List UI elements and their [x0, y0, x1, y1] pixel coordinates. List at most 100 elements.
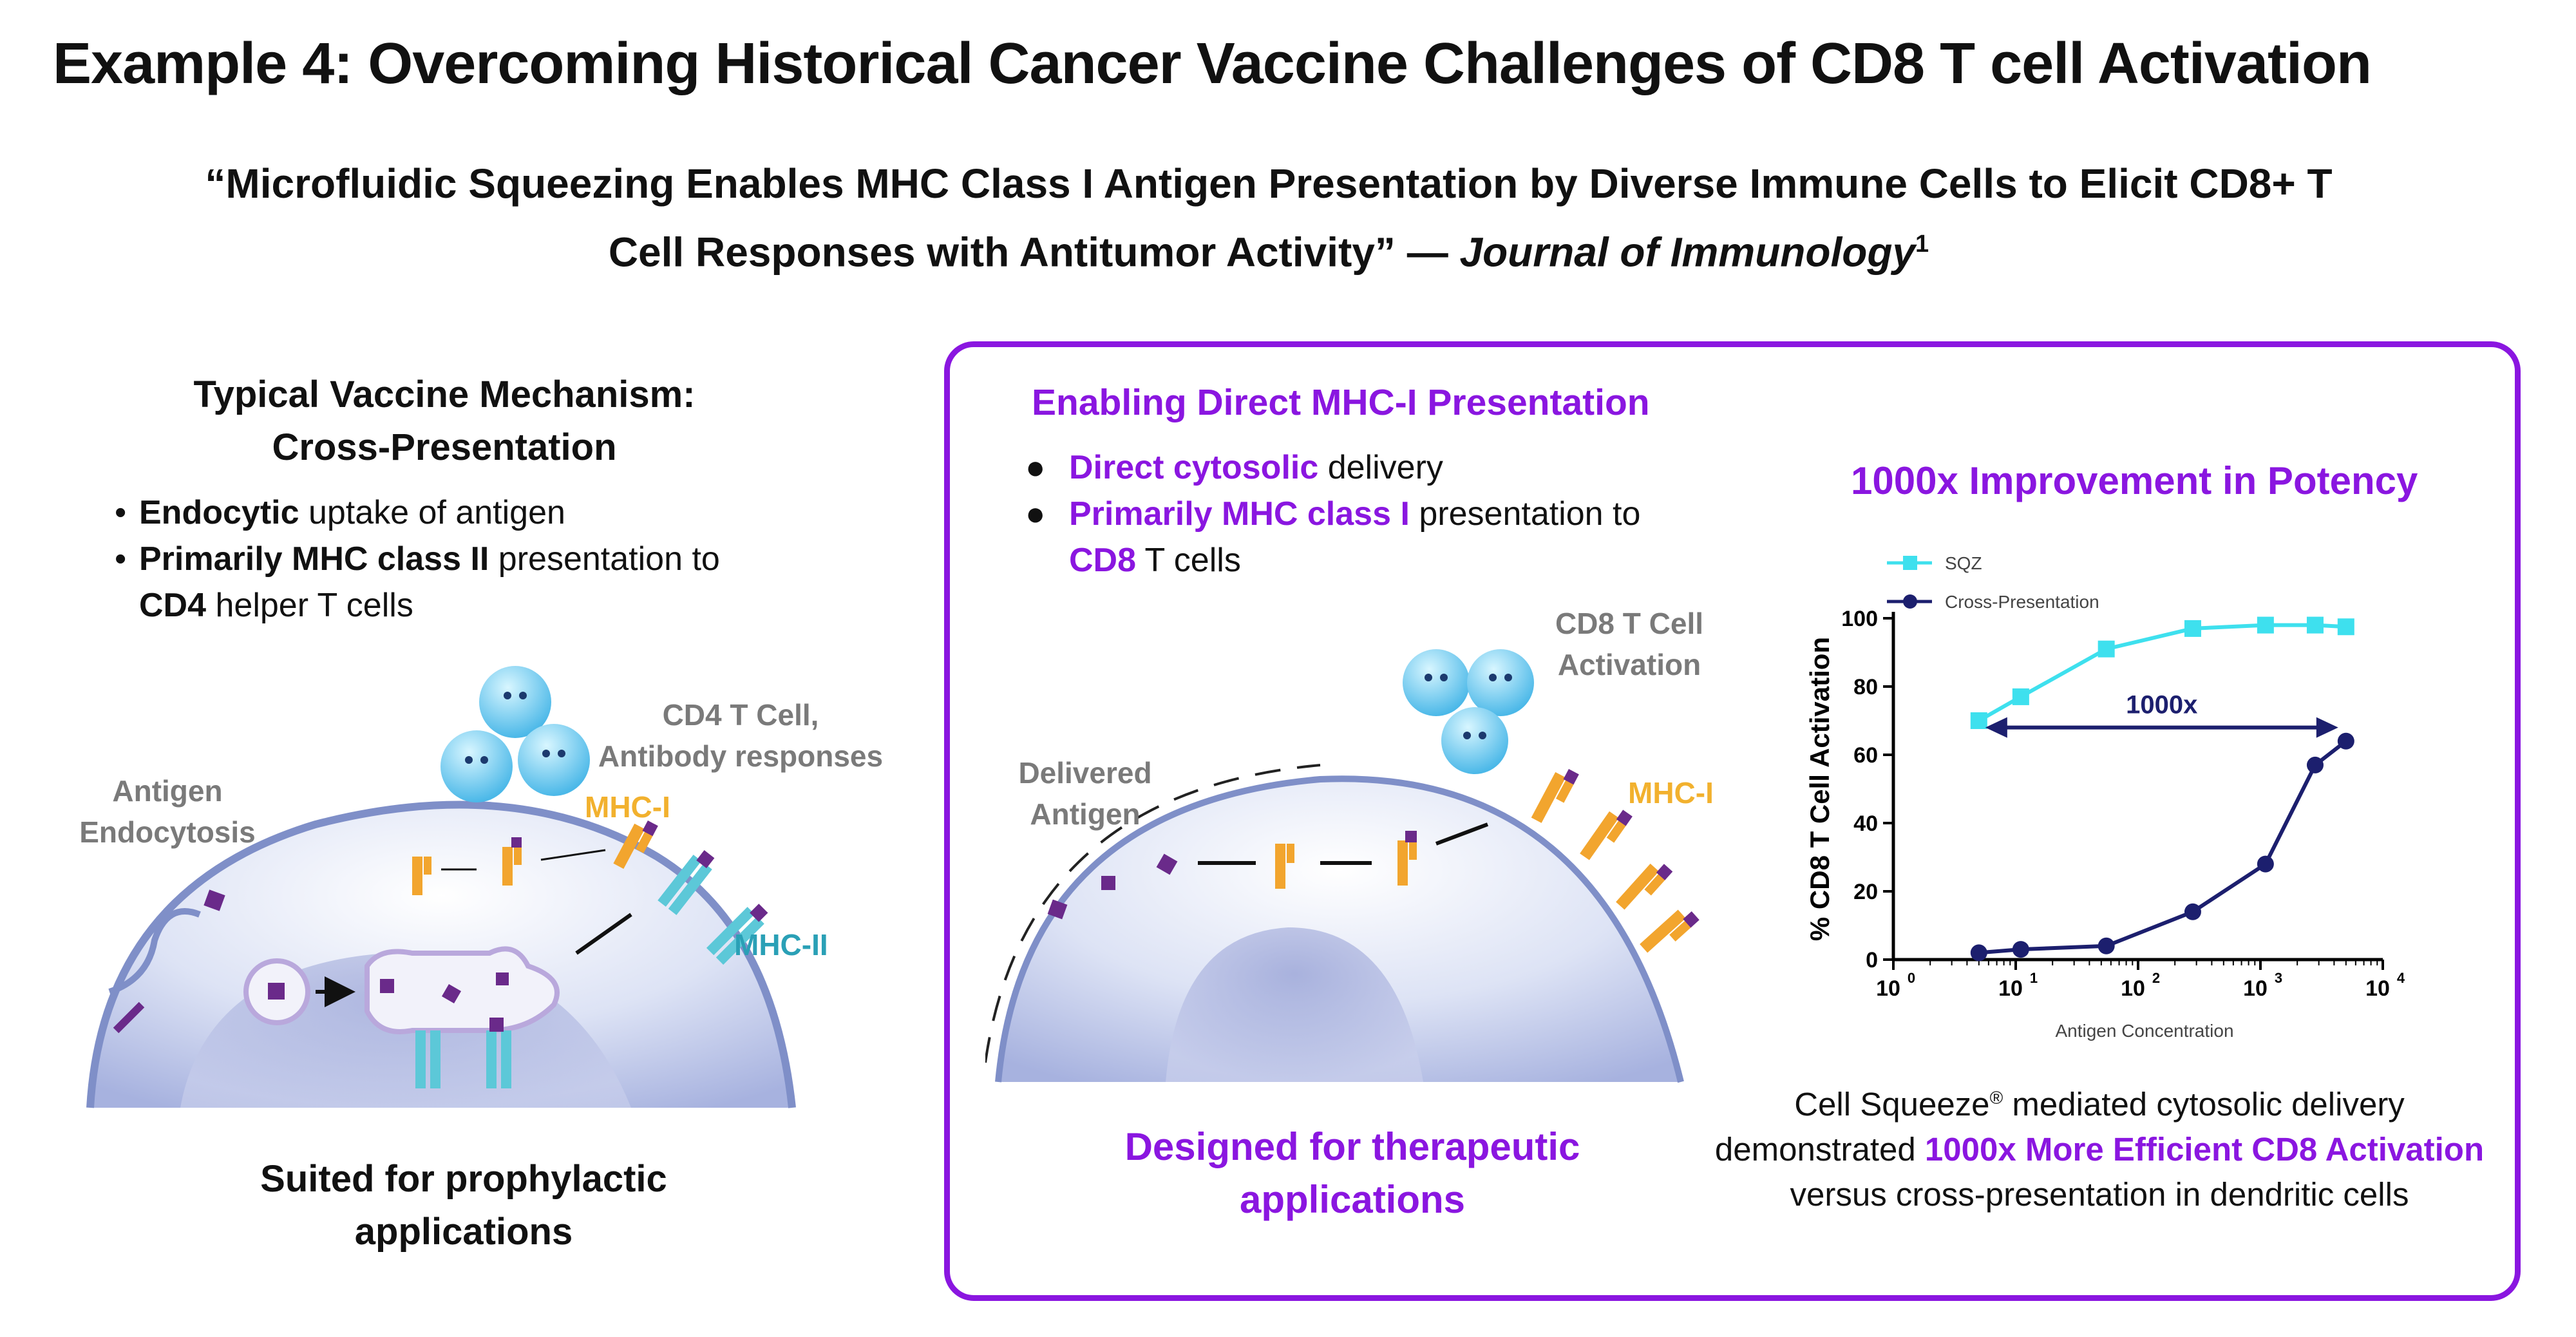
registered-mark: ® — [1989, 1088, 2003, 1108]
x-axis-label: Antigen Concentration — [2055, 1021, 2233, 1041]
t-cell-icon — [1467, 649, 1534, 716]
antigen-square — [1047, 899, 1068, 920]
chart-caption: Cell Squeeze® mediated cytosolic deliver… — [1700, 1076, 2499, 1217]
caption-line: applications — [354, 1211, 573, 1253]
nucleus — [1166, 927, 1423, 1082]
surface-mhc2 — [658, 850, 715, 915]
legend-label: Cross-Presentation — [1945, 592, 2099, 612]
heading-line: Cross-Presentation — [272, 426, 617, 468]
delivered-antigen-label: Delivered Antigen — [1005, 752, 1166, 835]
bullet-dot: • — [115, 494, 127, 531]
surface-mhc1 — [1616, 864, 1673, 910]
data-point — [2184, 620, 2201, 637]
data-point — [2306, 756, 2324, 773]
bullet-bold: Endocytic — [139, 494, 299, 531]
footnote-marker: 1 — [1915, 231, 1929, 258]
bullet-text: uptake of antigen — [299, 494, 565, 531]
caption-line: applications — [1239, 1178, 1466, 1221]
data-point — [2184, 903, 2201, 920]
antigen-endocytosis-label: Antigen Endocytosis — [71, 770, 264, 853]
t-cell-icon — [479, 666, 551, 738]
y-tick-label: 60 — [1853, 743, 1878, 768]
y-tick-label: 100 — [1841, 607, 1878, 631]
endocytic-pit — [108, 908, 201, 995]
x-tick-exponent: 4 — [2397, 970, 2405, 986]
t-cell-icon — [1403, 649, 1470, 716]
data-point — [1970, 944, 1987, 962]
data-point — [2098, 937, 2115, 954]
data-point — [2257, 616, 2274, 634]
surface-mhc1 — [1580, 810, 1633, 860]
caption-line: demonstrated 1000x More Efficient CD8 Ac… — [1700, 1127, 2499, 1172]
bullet-bold: CD4 — [139, 587, 207, 624]
y-axis-label: % CD8 T Cell Activation — [1804, 637, 1835, 941]
caption-line: Cell Squeeze® mediated cytosolic deliver… — [1700, 1076, 2499, 1127]
sqz-panel-frame — [944, 341, 2521, 1301]
mhc1-molecule — [412, 857, 422, 895]
bullet-item: • Endocytic uptake of antigen — [115, 489, 772, 536]
data-point — [2257, 855, 2274, 873]
cell-membrane — [995, 775, 1684, 1083]
caption-text: demonstrated — [1714, 1131, 1925, 1168]
legend-label: SQZ — [1945, 553, 1982, 573]
mhc1-molecule — [502, 847, 513, 886]
bullet-highlight: CD8 — [1069, 542, 1137, 579]
mhc2-molecule — [486, 1030, 497, 1088]
arrow — [1435, 822, 1489, 846]
mhc1-molecule — [1275, 844, 1285, 889]
bullet-text: presentation to — [1409, 495, 1641, 533]
annotation-arrowhead — [2316, 717, 2338, 738]
cd8-t-cell-label: CD8 T Cell Activation — [1539, 603, 1719, 685]
x-tick-label: 10 — [2365, 976, 2390, 1001]
cross-presentation-bullets: • Endocytic uptake of antigen •Primarily … — [115, 489, 772, 629]
surface-mhc1 — [1531, 768, 1579, 823]
data-point — [2098, 640, 2115, 658]
bullet-dot: ● — [1025, 495, 1046, 533]
mhc2-molecule — [415, 1030, 426, 1088]
cell-body — [998, 779, 1681, 1082]
legend-marker — [1903, 556, 1917, 570]
label-line: Antigen — [1030, 797, 1141, 831]
mhc2-label: MHC-II — [734, 928, 828, 962]
x-tick-label: 10 — [2243, 976, 2268, 1001]
bullet-item: ●Direct cytosolic delivery — [1025, 444, 1734, 491]
cross-presentation-illustration — [86, 666, 796, 1108]
bullet-text: T cells — [1136, 542, 1241, 579]
direct-presentation-illustration — [985, 649, 1700, 1083]
label-line: Antibody responses — [598, 739, 884, 773]
direct-mhc1-heading: Enabling Direct MHC-I Presentation — [1032, 382, 1650, 423]
mhc2-molecule — [430, 1030, 440, 1088]
antigen-square — [1101, 876, 1115, 890]
series-line — [1978, 739, 2347, 955]
quote-text: “Microfluidic Squeezing Enables MHC Clas… — [205, 160, 2333, 276]
antigen-square — [204, 889, 225, 911]
annotation-arrowhead — [1985, 717, 2007, 738]
x-tick-label: 10 — [1876, 976, 1900, 1001]
surface-mhc2 — [706, 904, 768, 965]
mhc1-molecule — [1397, 840, 1408, 886]
data-point — [2337, 618, 2354, 636]
mhc1-molecule — [1287, 844, 1294, 863]
page-title: Example 4: Overcoming Historical Cancer … — [53, 32, 2372, 96]
x-tick-label: 10 — [1998, 976, 2023, 1001]
label-line: Activation — [1557, 648, 1701, 681]
caption-text: versus cross-presentation in dendritic c… — [1790, 1176, 2409, 1213]
y-tick-label: 20 — [1853, 880, 1878, 904]
antigen-square — [1405, 831, 1417, 842]
caption-line: versus cross-presentation in dendritic c… — [1700, 1172, 2499, 1217]
mhc1-molecule — [424, 857, 431, 875]
label-line: CD4 T Cell, — [662, 698, 819, 732]
chart-title: 1000x Improvement in Potency — [1851, 459, 2418, 502]
bullet-highlight: Primarily MHC class I — [1069, 495, 1410, 533]
bullet-highlight: Direct cytosolic — [1069, 449, 1319, 486]
antigen-square — [489, 1018, 504, 1032]
mhc1-label: MHC-I — [585, 790, 670, 824]
y-tick-label: 40 — [1853, 811, 1878, 836]
bullet-text: helper T cells — [206, 587, 413, 624]
y-tick-label: 0 — [1866, 948, 1878, 972]
label-line: Delivered — [1018, 756, 1152, 790]
mhc1-label: MHC-I — [1628, 776, 1714, 810]
bullet-text: delivery — [1318, 449, 1443, 486]
